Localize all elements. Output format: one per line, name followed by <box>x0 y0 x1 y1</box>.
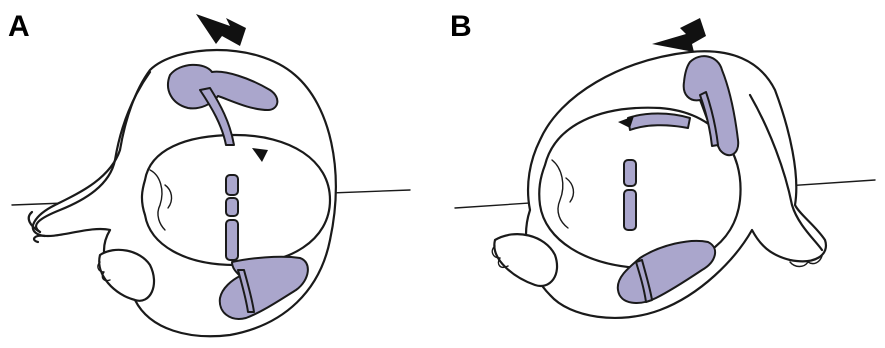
panel-a-vertebra-3 <box>226 220 238 260</box>
panel-a-vertebra-1 <box>226 175 238 195</box>
panel-a-force-arrow <box>196 14 246 46</box>
panel-a-lower-pelvis <box>220 257 308 319</box>
panel-b-force-arrow <box>652 18 706 52</box>
panel-a-vertebra-2 <box>226 198 238 216</box>
panel-b-vertebra-2 <box>624 190 636 230</box>
panel-a-illustration <box>12 14 410 336</box>
panel-b-vertebra-1 <box>624 160 636 186</box>
panel-b-illustration <box>455 18 875 318</box>
